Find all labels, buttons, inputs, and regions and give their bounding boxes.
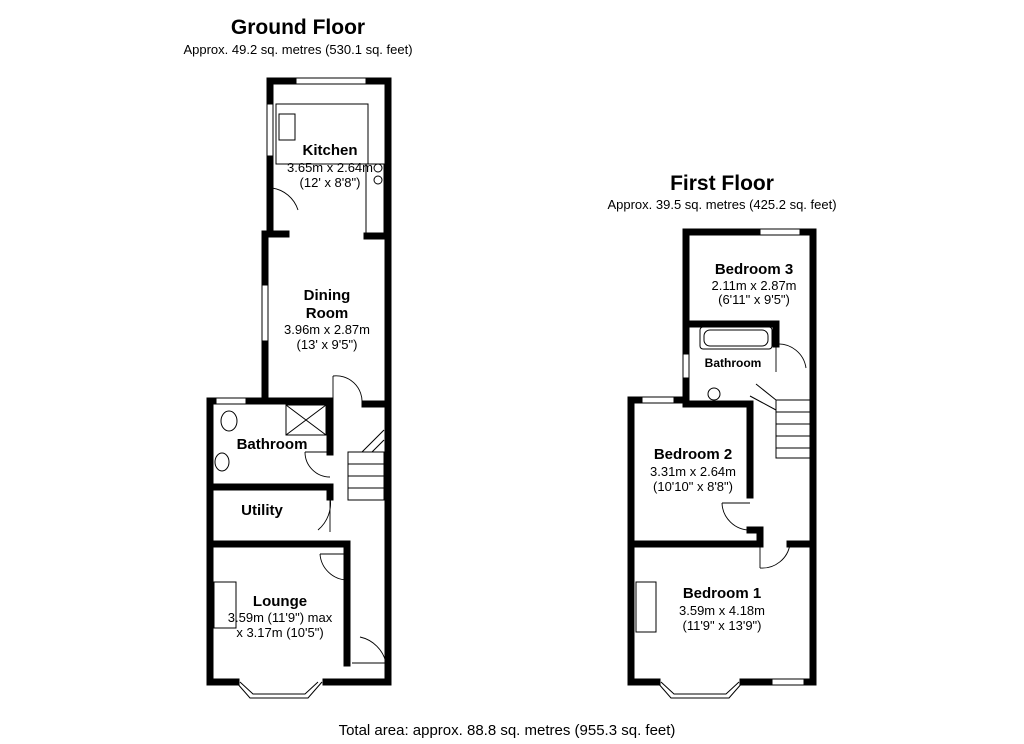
lounge-dim-ft: x 3.17m (10'5") <box>236 625 324 640</box>
kitchen-dim-ft: (12' x 8'8") <box>299 175 361 190</box>
utility-name: Utility <box>241 502 283 519</box>
dining-dim-m: 3.96m x 2.87m <box>284 322 370 337</box>
first-floor-stairs <box>749 383 811 459</box>
first-floor-plan <box>627 228 817 699</box>
hob-icon <box>373 163 383 173</box>
ground-floor-title: Ground Floor <box>230 16 366 39</box>
ground-floor-plan <box>206 77 392 699</box>
bedroom3-dim-m: 2.11m x 2.87m <box>711 278 797 293</box>
bedroom1-dim-m: 3.59m x 4.18m <box>679 603 765 618</box>
first-floor-area: Approx. 39.5 sq. metres (425.2 sq. feet) <box>607 197 837 212</box>
front-door <box>352 636 387 664</box>
bedroom3-dim-ft: (6'11" x 9'5") <box>718 292 790 307</box>
dining-left-window <box>261 284 269 342</box>
bedroom3-door <box>775 343 807 372</box>
bedroom2-dim-ft: (10'10" x 8'8") <box>653 479 733 494</box>
lounge-door <box>319 553 348 581</box>
bathroom-door <box>304 451 331 478</box>
dining-dim-ft: (13' x 9'5") <box>296 337 358 352</box>
bedroom2-dim-m: 3.31m x 2.64m <box>650 464 736 479</box>
bedroom2-door <box>721 502 751 531</box>
dining-name: Dining <box>303 287 351 304</box>
ground-shower-icon <box>285 404 327 436</box>
kitchen-sink <box>278 113 296 141</box>
kitchen-dim-m: 3.65m x 2.64m <box>287 160 373 175</box>
bathroom-top-window <box>215 397 247 405</box>
bedroom3-name: Bedroom 3 <box>714 261 794 278</box>
lounge-bay-window <box>235 681 323 699</box>
bedroom2-window <box>641 396 675 404</box>
bedroom1-name: Bedroom 1 <box>682 585 762 602</box>
lounge-name: Lounge <box>252 593 308 610</box>
bedroom1-right-window <box>771 678 805 686</box>
kitchen-door <box>271 187 299 220</box>
utility-door <box>317 496 331 532</box>
kitchen-top-window <box>295 77 367 85</box>
ff-bath-icon <box>699 326 773 350</box>
ground-basin-icon <box>214 452 230 472</box>
dining-door <box>332 375 363 405</box>
landing-wall <box>746 526 764 548</box>
ff-bathroom-window <box>682 353 690 379</box>
kitchen-name: Kitchen <box>302 142 358 159</box>
ground-wc-icon <box>220 410 238 432</box>
kitchen-worktop <box>275 103 369 165</box>
first-floor-title: First Floor <box>670 172 774 195</box>
ground-bathroom-name: Bathroom <box>236 436 308 453</box>
bedroom1-bay-window <box>656 681 744 699</box>
dining-name-2: Room <box>305 305 349 322</box>
hob-icon-2 <box>373 175 383 185</box>
ground-floor-area: Approx. 49.2 sq. metres (530.1 sq. feet) <box>183 42 413 57</box>
lounge-fireplace <box>213 581 237 629</box>
lounge-dim-m: 3.59m (11'9") max <box>227 610 333 625</box>
bedroom1-dim-ft: (11'9" x 13'9") <box>682 618 762 633</box>
ff-basin-icon <box>707 387 721 401</box>
ground-stairs <box>347 429 385 501</box>
kitchen-side-unit <box>365 163 385 235</box>
bedroom1-door <box>759 543 791 569</box>
bedroom3-window <box>759 228 801 236</box>
ff-bathroom-name: Bathroom <box>704 356 762 370</box>
kitchen-left-window <box>266 103 274 157</box>
total-area: Total area: approx. 88.8 sq. metres (955… <box>338 722 676 739</box>
bedroom2-name: Bedroom 2 <box>653 446 733 463</box>
bedroom1-wardrobe <box>635 581 657 633</box>
